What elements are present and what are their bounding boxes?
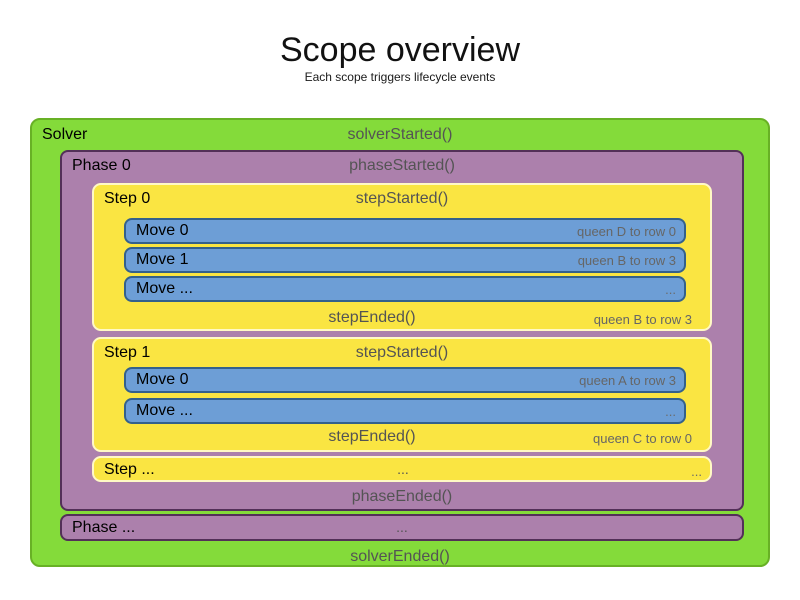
move-row: Move 0 queen D to row 0	[124, 218, 686, 244]
step0-move0-note: queen D to row 0	[576, 223, 676, 239]
stepdots-center-dots: ...	[397, 461, 409, 477]
step0-movedots-note: ...	[665, 281, 676, 297]
step0-move0-label: Move 0	[136, 222, 189, 239]
phasedots-label: Phase ...	[72, 519, 136, 536]
phasedots-center-dots: ...	[396, 519, 408, 535]
stepdots-scope-box: Step ... ... ...	[92, 456, 712, 482]
step1-movedots-note: ...	[665, 403, 676, 419]
phasedots-row: Phase ... ...	[72, 519, 732, 538]
step1-ended-row: stepEnded() queen C to row 0	[104, 428, 700, 447]
step0-ended-row: stepEnded() queen B to row 3	[104, 309, 700, 328]
step0-move1-note: queen B to row 3	[577, 252, 676, 268]
step0-move1-label: Move 1	[136, 251, 189, 268]
phase0-ended-row: phaseEnded()	[72, 488, 732, 507]
solver-scope-box: Solver solverStarted() Phase 0 phaseStar…	[30, 118, 770, 567]
step1-move0-note: queen A to row 3	[579, 372, 676, 388]
step1-started-event: stepStarted()	[355, 344, 449, 361]
phase0-started-event: phaseStarted()	[349, 157, 455, 174]
solver-ended-row: solverEnded()	[42, 548, 758, 567]
solver-ended-event: solverEnded()	[350, 548, 450, 565]
step1-ended-event: stepEnded()	[328, 428, 416, 445]
step1-header-row: Step 1 stepStarted()	[104, 344, 700, 363]
move-row: Move ... ...	[124, 276, 686, 302]
diagram-subtitle: Each scope triggers lifecycle events	[304, 70, 496, 84]
solver-label: Solver	[42, 126, 88, 143]
stepdots-row: Step ... ... ...	[104, 461, 702, 480]
phase0-label: Phase 0	[72, 157, 131, 174]
phase0-scope-box: Phase 0 phaseStarted() Step 0 stepStarte…	[60, 150, 744, 511]
step0-started-event: stepStarted()	[355, 190, 449, 207]
step0-ended-event: stepEnded()	[328, 309, 416, 326]
step0-header-row: Step 0 stepStarted()	[104, 190, 700, 209]
step1-movedots-label: Move ...	[136, 402, 193, 419]
step1-scope-box: Step 1 stepStarted() Move 0 queen A to r…	[92, 337, 712, 452]
step0-ended-note: queen B to row 3	[593, 312, 692, 327]
step1-label: Step 1	[104, 344, 151, 361]
step0-movedots-label: Move ...	[136, 280, 193, 297]
diagram-title: Scope overview	[279, 31, 520, 69]
step1-move0-label: Move 0	[136, 371, 189, 388]
move-row: Move ... ...	[124, 398, 686, 424]
solver-started-event: solverStarted()	[347, 126, 453, 143]
phase0-ended-event: phaseEnded()	[351, 488, 453, 505]
step0-label: Step 0	[104, 190, 151, 207]
phasedots-scope-box: Phase ... ...	[60, 514, 744, 541]
solver-header-row: Solver solverStarted()	[42, 126, 758, 145]
stepdots-right-dots: ...	[691, 464, 702, 479]
move-row: Move 1 queen B to row 3	[124, 247, 686, 273]
phase0-header-row: Phase 0 phaseStarted()	[72, 157, 732, 176]
step0-scope-box: Step 0 stepStarted() Move 0 queen D to r…	[92, 183, 712, 331]
stepdots-label: Step ...	[104, 461, 155, 478]
step1-ended-note: queen C to row 0	[592, 431, 692, 446]
move-row: Move 0 queen A to row 3	[124, 367, 686, 393]
